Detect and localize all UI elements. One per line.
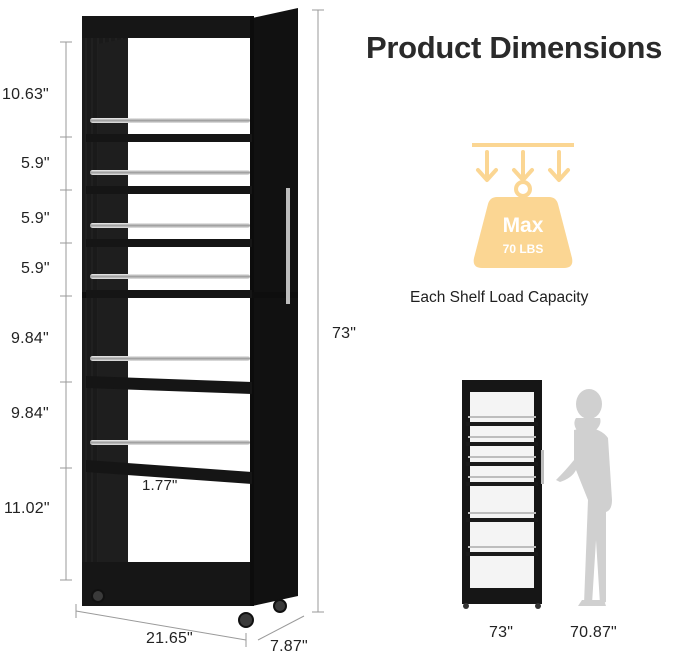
weight-icon	[472, 143, 574, 268]
spacing-label-1: 10.63"	[2, 86, 49, 103]
spacing-label-3: 5.9"	[21, 210, 50, 227]
spacing-label-4: 5.9"	[21, 260, 50, 277]
comparison-cabinet	[462, 380, 544, 609]
left-dimension-line	[60, 41, 72, 581]
capacity-caption: Each Shelf Load Capacity	[410, 289, 589, 306]
weight-label: 70 LBS	[502, 242, 544, 256]
page-title: Product Dimensions	[366, 30, 663, 65]
person-height-label: 70.87"	[570, 624, 617, 641]
rail-height-label: 1.77"	[142, 477, 178, 494]
spacing-label-5: 9.84"	[11, 330, 49, 347]
cabinet	[82, 8, 298, 606]
total-height-line	[312, 9, 324, 613]
wheels	[91, 589, 287, 628]
depth-line	[257, 615, 305, 641]
depth-label: 7.87"	[270, 638, 308, 655]
person-silhouette	[556, 389, 612, 606]
total-height-label: 73"	[332, 325, 357, 342]
spacing-label-6: 9.84"	[11, 405, 49, 422]
width-label: 21.65"	[146, 630, 193, 647]
max-label: Max	[502, 214, 544, 237]
spacing-label-2: 5.9"	[21, 155, 50, 172]
spacing-label-7: 11.02"	[4, 500, 50, 517]
shelves	[86, 118, 252, 484]
width-line	[75, 604, 247, 647]
cabinet-height-label: 73"	[489, 624, 514, 641]
